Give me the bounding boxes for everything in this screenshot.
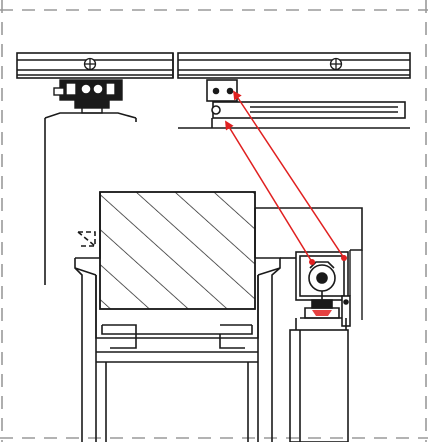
top-track-right [177,52,411,79]
roller-hanger-red-detail [312,310,332,316]
callout-arrows [225,90,347,265]
door-jamb-section [75,191,256,310]
ceiling-block-section [254,207,363,259]
right-section-edge [349,250,363,320]
screw-head-icon [83,57,97,71]
sliding-door-leaf [289,318,349,442]
top-track-left [16,52,174,79]
anti-jump-stop-icon [206,79,238,102]
roller-wheel-icon [53,79,123,114]
guide-rail [178,101,410,129]
screw-head-icon [329,57,343,71]
callout-arrow-to-stopper [233,90,345,259]
callout-arrow-to-rail [225,120,313,263]
track-profile-section [295,251,351,327]
casing-profile [74,257,281,442]
door-panel-left [44,112,137,285]
